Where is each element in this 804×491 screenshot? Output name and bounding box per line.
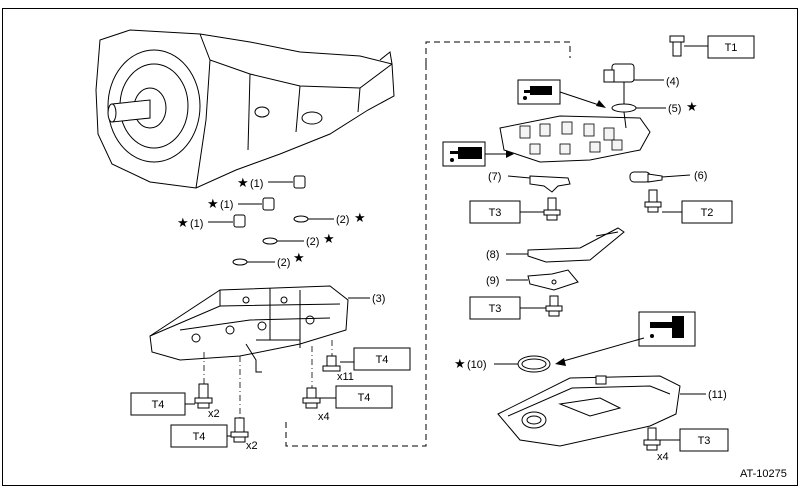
- plug-1c: [208, 214, 246, 228]
- torque-box-t3: [469, 200, 521, 224]
- callout-1: (1): [250, 178, 263, 190]
- callout-8: (8): [486, 249, 499, 261]
- bolt-t4-x2-b: [230, 417, 249, 443]
- torque-label-t3: T3: [698, 435, 711, 447]
- qty-x4: x4: [657, 451, 669, 463]
- sensor-4: [603, 63, 635, 108]
- torque-box-t4: [130, 392, 186, 416]
- torque-label-t4: T4: [152, 399, 165, 411]
- bolt-t3-bottom: [643, 427, 661, 451]
- plate-9: [527, 269, 579, 291]
- bolt-t2: [644, 189, 662, 213]
- torque-box-t4: [170, 424, 228, 448]
- bolt-t4-x11: [322, 355, 341, 372]
- torque-label-t1: T1: [725, 42, 738, 54]
- callout-1: (1): [190, 218, 203, 230]
- star-mark: ★: [207, 197, 219, 212]
- star-mark: ★: [293, 251, 305, 266]
- grease-can-icon: [517, 79, 561, 105]
- star-mark: ★: [177, 216, 189, 231]
- torque-box-t3: [469, 296, 521, 320]
- fluid-bottle-icon: [638, 311, 696, 347]
- bolt-t4-x4: [302, 387, 321, 409]
- o-ring-2c: [232, 258, 275, 266]
- plug-1a: [268, 175, 306, 189]
- callout-2: (2): [336, 214, 349, 226]
- torque-box-t2: [681, 200, 733, 224]
- sensor-6: [629, 171, 663, 183]
- callout-1: (1): [220, 199, 233, 211]
- torque-box-t3: [679, 428, 729, 452]
- qty-x11: x11: [337, 371, 354, 383]
- callout-10: (10): [467, 359, 487, 371]
- wiring-harness: [499, 111, 651, 163]
- callout-4: (4): [666, 76, 679, 88]
- qty-x2: x2: [246, 440, 258, 452]
- o-ring-5: [611, 103, 637, 113]
- callout-7: (7): [488, 171, 501, 183]
- star-mark: ★: [686, 100, 698, 115]
- diagram-frame: [2, 8, 798, 486]
- star-mark: ★: [237, 176, 249, 191]
- torque-box-t1: [707, 35, 755, 59]
- bolt-t3-mid: [545, 295, 563, 317]
- callout-6: (6): [694, 170, 707, 182]
- star-mark: ★: [454, 357, 466, 372]
- torque-label-t4: T4: [376, 354, 389, 366]
- callout-9: (9): [486, 275, 499, 287]
- bolt-t3-top: [543, 197, 561, 221]
- torque-box-t4: [353, 347, 411, 371]
- torque-label-t4: T4: [358, 392, 371, 404]
- callout-11: (11): [708, 389, 727, 401]
- star-mark: ★: [323, 232, 335, 247]
- qty-x4: x4: [318, 411, 330, 423]
- transmission-assembly: [95, 29, 395, 189]
- qty-x2: x2: [208, 408, 220, 420]
- star-mark: ★: [354, 211, 366, 226]
- callout-2: (2): [306, 236, 319, 248]
- figure-code: AT-10275: [740, 468, 787, 480]
- control-valve-body: [149, 285, 349, 373]
- torque-label-t4: T4: [193, 431, 206, 443]
- bracket-7: [529, 175, 571, 193]
- torque-label-t2: T2: [701, 207, 714, 219]
- gasket-10: [517, 355, 551, 373]
- callout-3: (3): [372, 293, 385, 305]
- bolt-t4-x2-a: [194, 383, 213, 409]
- bolt-t1: [669, 35, 685, 57]
- plug-1b: [238, 197, 275, 211]
- oil-can-icon: [442, 141, 486, 167]
- o-ring-2a: [293, 215, 334, 223]
- callout-2: (2): [277, 257, 290, 269]
- oil-pan-11: [497, 375, 681, 447]
- torque-label-t3: T3: [489, 207, 502, 219]
- torque-label-t3: T3: [489, 303, 502, 315]
- plate-8: [527, 227, 625, 263]
- callout-5: (5): [668, 103, 681, 115]
- torque-box-t4: [335, 385, 393, 409]
- o-ring-2b: [262, 237, 304, 245]
